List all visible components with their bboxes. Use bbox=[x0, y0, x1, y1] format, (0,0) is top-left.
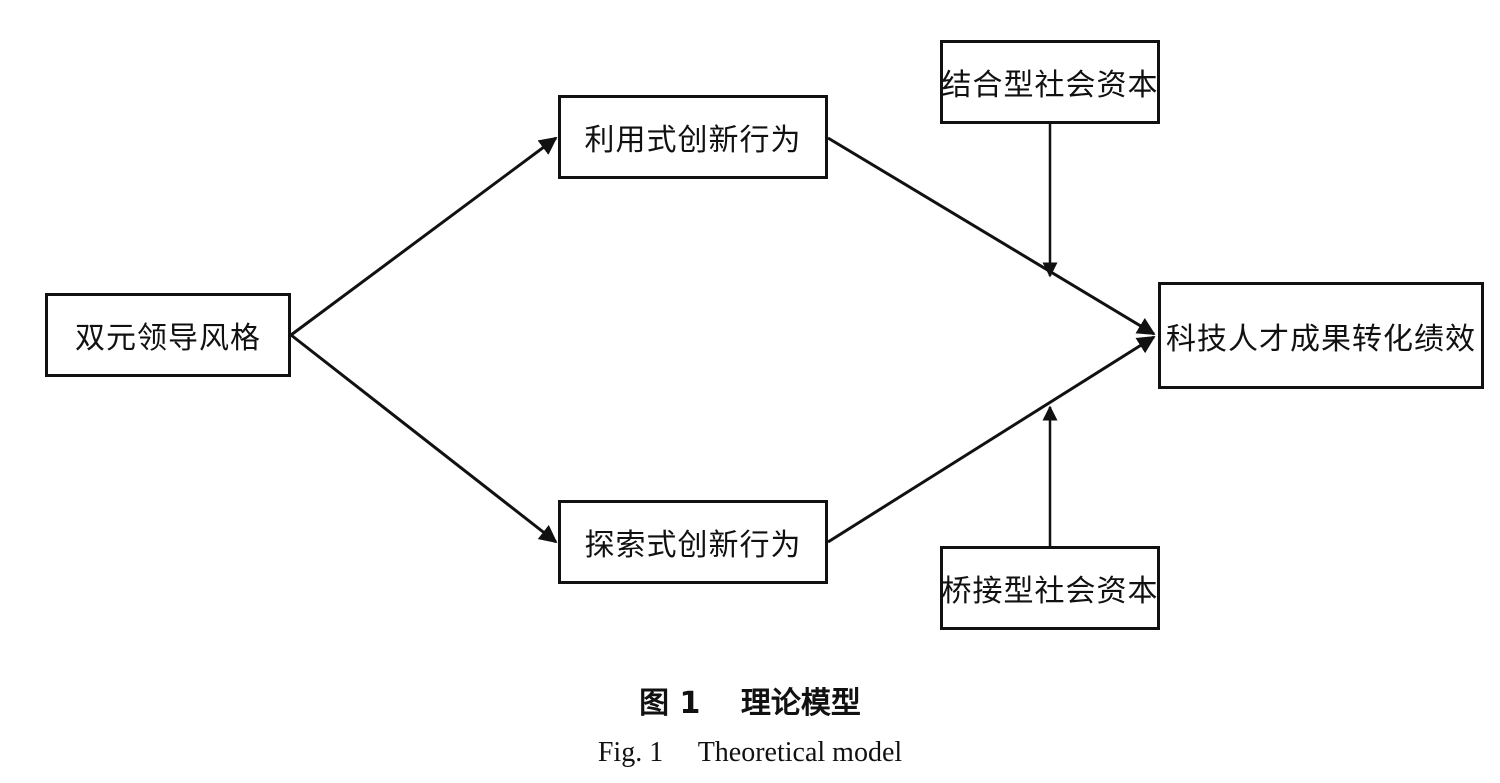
arrow-exploitative-to-performance bbox=[827, 136, 1156, 336]
arrow-exploratory-to-performance bbox=[827, 335, 1156, 544]
arrow-leadership-to-exploitative bbox=[290, 136, 558, 337]
node-bridging-social-capital: 桥接型社会资本 bbox=[940, 546, 1160, 630]
figure-caption-english: Fig. 1 Theoretical model bbox=[597, 737, 903, 768]
node-exploratory-innovation: 探索式创新行为 bbox=[558, 500, 828, 584]
figure-caption-chinese: 图 1 理论模型 bbox=[639, 686, 861, 721]
node-bonding-social-capital: 结合型社会资本 bbox=[940, 40, 1160, 124]
node-exploitative-innovation: 利用式创新行为 bbox=[558, 95, 828, 179]
node-label: 双元领导风格 bbox=[75, 321, 261, 356]
arrow-leadership-to-exploratory bbox=[290, 333, 558, 544]
node-label: 结合型社会资本 bbox=[941, 68, 1159, 103]
node-transformation-performance: 科技人才成果转化绩效 bbox=[1158, 282, 1484, 389]
node-label: 探索式创新行为 bbox=[584, 528, 802, 563]
node-label: 科技人才成果转化绩效 bbox=[1166, 321, 1476, 357]
node-dual-leadership-style: 双元领导风格 bbox=[45, 293, 291, 377]
node-label: 桥接型社会资本 bbox=[941, 574, 1159, 609]
theoretical-model-diagram bbox=[290, 124, 1156, 546]
node-label: 利用式创新行为 bbox=[584, 123, 802, 158]
